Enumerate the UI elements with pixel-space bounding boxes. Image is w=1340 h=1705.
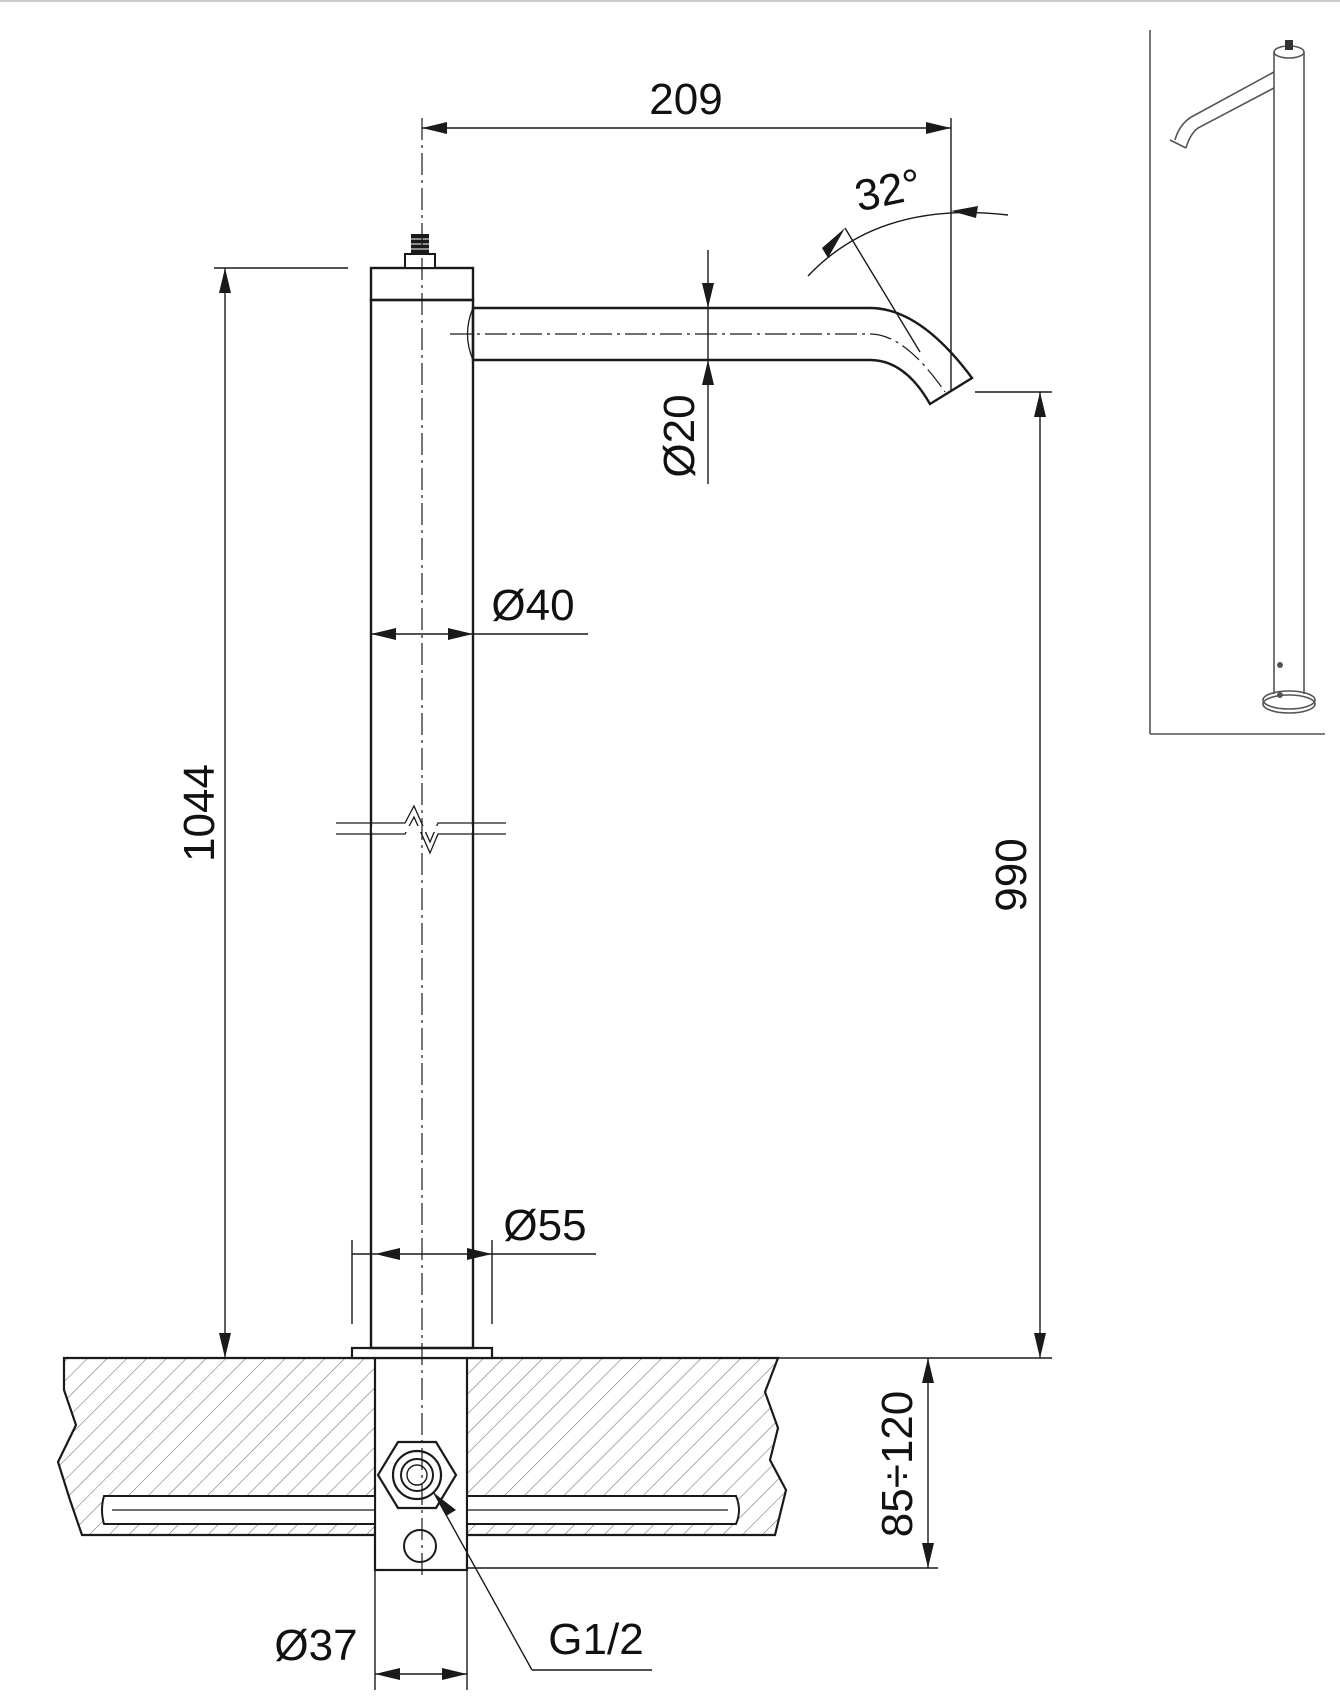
dim-20-label: Ø20 (655, 394, 704, 477)
dim-85-120-label: 85÷120 (873, 1391, 922, 1538)
faucet-body (336, 234, 506, 1350)
thumbnail-view (1149, 30, 1325, 735)
dim-37-label: Ø37 (274, 1621, 357, 1670)
dim-spout-diameter: Ø20 (655, 250, 714, 484)
dim-body-diameter: Ø40 (371, 581, 588, 640)
dim-outlet-height: 990 (492, 391, 1052, 1359)
dim-1044-label: 1044 (175, 764, 224, 862)
dim-55-label: Ø55 (503, 1201, 586, 1250)
dim-32-label: 32° (850, 160, 925, 222)
screw-hole (403, 1529, 437, 1563)
mounting-surface (56, 1346, 788, 1572)
spout (450, 306, 974, 406)
dim-base-diameter: Ø55 (351, 1201, 596, 1324)
dim-connection-thread: G1/2 (433, 1492, 652, 1671)
hex-fitting (376, 1440, 458, 1510)
dim-hole-diameter: Ø37 (274, 1570, 468, 1690)
dim-209-label: 209 (649, 75, 722, 124)
dim-g12-label: G1/2 (548, 1615, 643, 1664)
dim-990-label: 990 (987, 838, 1036, 911)
dim-spout-angle: 32° (807, 160, 1009, 353)
dim-spout-reach: 209 (422, 75, 952, 392)
dim-total-height: 1044 (175, 267, 348, 1358)
dim-40-label: Ø40 (491, 581, 574, 630)
dim-mounting-thickness: 85÷120 (467, 1358, 938, 1569)
